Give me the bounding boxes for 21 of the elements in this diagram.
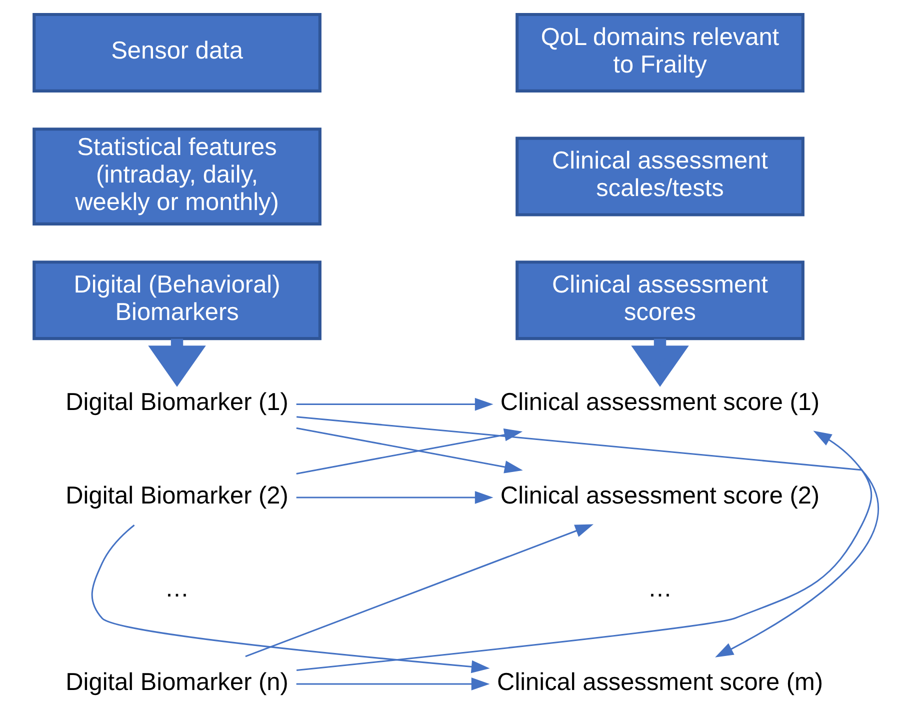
- node-box: Digital (Behavioral) Biomarkers: [32, 260, 321, 340]
- arrow: [296, 398, 493, 411]
- node-text: Digital Biomarker (1): [65, 389, 288, 416]
- node-box: Clinical assessment scales/tests: [515, 136, 804, 216]
- node-box: Sensor data: [32, 12, 321, 92]
- arrow: [296, 678, 490, 690]
- arrow: [296, 491, 493, 504]
- node-text: Clinical assessment score (1): [500, 389, 820, 416]
- node-text: Digital Biomarker (n): [65, 668, 288, 696]
- node-text: Clinical assessment score (2): [500, 482, 820, 510]
- arrow: [244, 524, 593, 658]
- node-box: Clinical assessment scores: [515, 260, 804, 340]
- label: …: [164, 576, 189, 603]
- arrow: [630, 338, 688, 387]
- node-text: Digital Biomarker (2): [65, 482, 288, 510]
- label: …: [647, 576, 672, 603]
- arrow: [90, 524, 490, 674]
- node-box: QoL domains relevant to Frailty: [515, 12, 804, 92]
- node-text: Clinical assessment score (m): [496, 668, 822, 696]
- arrow: [148, 338, 206, 387]
- node-box: Statistical features (intraday, daily, weekly or monthly): [32, 128, 321, 226]
